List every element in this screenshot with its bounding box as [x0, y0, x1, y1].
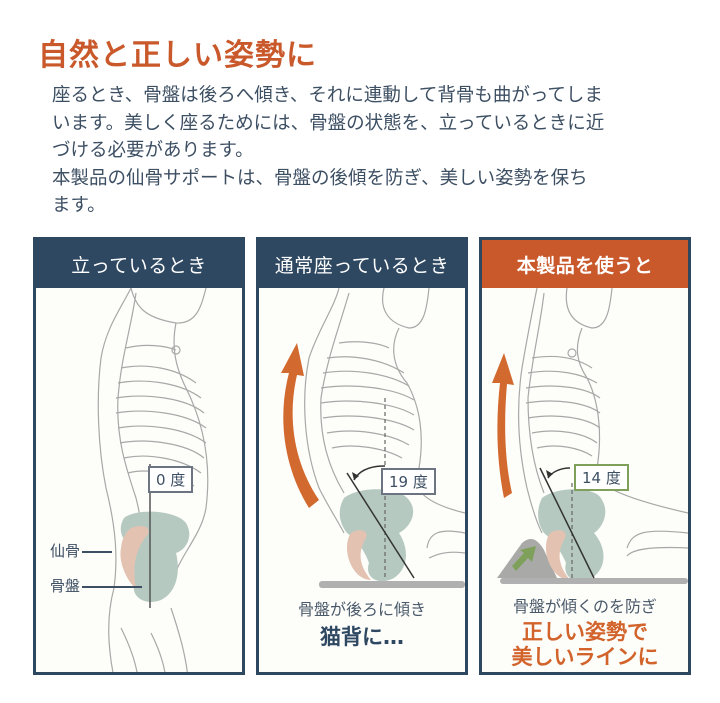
skeleton-standing-illustration: [97, 288, 209, 672]
pelvis-leader-line: [82, 586, 142, 588]
intro-line: づける必要があります。: [52, 140, 254, 161]
caption-sub: 骨盤が後ろに傾き: [297, 600, 426, 619]
angle-label: 14 度: [574, 464, 629, 491]
slouch-arrow-icon: [281, 343, 319, 508]
page-headline: 自然と正しい姿勢に: [38, 38, 317, 73]
support-arrow-icon: [512, 546, 536, 571]
intro-line: います。美しく座るためには、骨盤の状態を、立っているときに近: [52, 112, 605, 134]
panel-normal-sitting: 通常座っているとき: [256, 237, 468, 675]
sacrum-label: 仙骨: [50, 542, 81, 560]
intro-text: 座るとき、骨盤は後ろへ傾き、それに連動して背骨も曲がってしま います。美しく座る…: [52, 82, 692, 220]
angle-label: 19 度: [381, 468, 436, 495]
intro-line: 本製品の仙骨サポートは、骨盤の後傾を防ぎ、美しい姿勢を保ち: [52, 167, 588, 189]
intro-line: 座るとき、骨盤は後ろへ傾き、それに連動して背骨も曲がってしま: [52, 85, 603, 106]
panel-title: 立っているとき: [36, 240, 242, 288]
posture-arrow-icon: [492, 353, 514, 498]
angle-label: 0 度: [148, 466, 194, 493]
intro-line: ます。: [52, 195, 106, 216]
pelvis-label: 骨盤: [50, 577, 81, 595]
skeleton-sitting-illustration: [281, 288, 465, 588]
caption-main-line-1: 正しい姿勢で: [522, 620, 648, 644]
caption-main-line-2: 美しいラインに: [511, 645, 659, 669]
panel-with-product: 本製品を使うと: [479, 237, 691, 675]
panel-title: 通常座っているとき: [259, 240, 465, 288]
caption-main: 猫背に…: [320, 625, 404, 649]
skeleton-product-illustration: [492, 288, 688, 584]
panel-standing: 立っているとき: [33, 237, 245, 675]
sacrum-leader-line: [82, 551, 112, 553]
panel-title: 本製品を使うと: [482, 240, 688, 288]
caption-sub: 骨盤が傾くのを防ぎ: [512, 597, 657, 616]
